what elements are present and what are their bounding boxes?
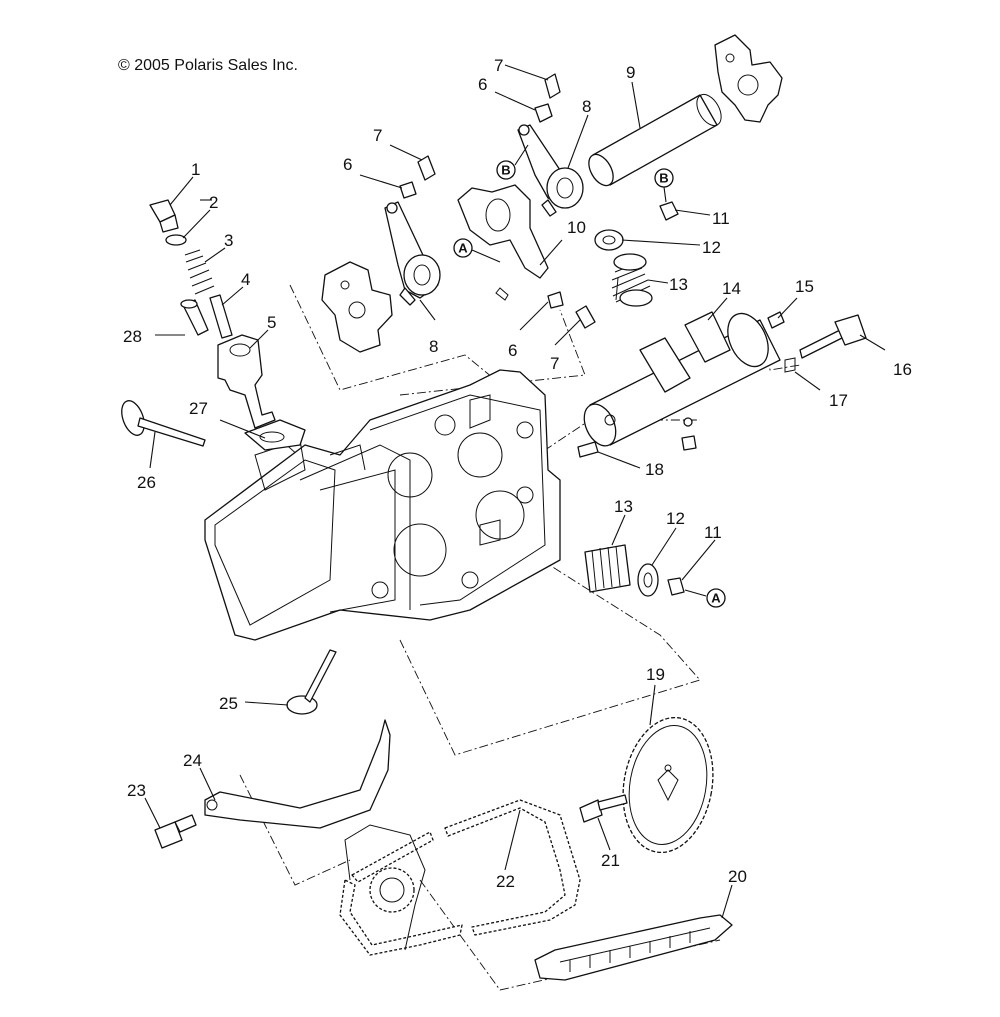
callout-2: 2: [209, 193, 218, 212]
callout-8b: 8: [429, 337, 438, 356]
guide-bolt: [154, 814, 197, 849]
callout-7c: 7: [550, 354, 559, 373]
ref-marker-a1: A: [453, 238, 501, 263]
camshaft: [583, 311, 781, 451]
svg-text:B: B: [501, 163, 510, 178]
callout-21: 21: [601, 851, 620, 870]
callout-20: 20: [728, 867, 747, 886]
callout-13a: 13: [669, 275, 688, 294]
callout-18: 18: [645, 460, 664, 479]
sprocket-bolt: [579, 794, 628, 823]
callout-14: 14: [722, 279, 741, 298]
decompressor-shaft: [799, 314, 867, 359]
callout-1: 1: [191, 160, 200, 179]
chain-guide-upper: [204, 719, 391, 829]
callout-9: 9: [626, 63, 635, 82]
callout-labels: 1 2 3 4 5 6 6 6 7 7 7 8 8 9 10 11 11 12 …: [123, 56, 912, 891]
rocker-arm-left: [384, 201, 441, 306]
mounting-bolt: [180, 299, 209, 336]
callout-23: 23: [127, 781, 146, 800]
valve-spring-upper: [611, 253, 653, 307]
callout-25: 25: [219, 694, 238, 713]
chain-guide-lower: [534, 914, 733, 981]
tensioner-gasket: [244, 419, 306, 451]
chain-tensioner: [217, 334, 276, 429]
copyright-text: © 2005 Polaris Sales Inc.: [118, 57, 298, 74]
ref-marker-b2: B: [654, 168, 674, 203]
callout-28: 28: [123, 327, 142, 346]
leader-lines: [144, 64, 886, 919]
rocker-arm-center: [457, 184, 549, 301]
callout-15: 15: [795, 277, 814, 296]
valve-retainer-lower: [637, 563, 685, 597]
adjuster-screws: [399, 73, 596, 329]
cylinder-head: [204, 369, 561, 641]
spring-clip: [784, 357, 796, 373]
callout-19: 19: [646, 665, 665, 684]
callout-6a: 6: [343, 155, 352, 174]
callout-7b: 7: [494, 56, 503, 75]
tensioner-bolt: [149, 199, 179, 233]
crank-sprocket: [344, 824, 426, 951]
valve-spring-lower: [584, 544, 631, 593]
dowel-pin: [577, 441, 599, 458]
svg-text:A: A: [711, 591, 721, 606]
tensioner-plunger: [209, 294, 233, 339]
callout-5: 5: [267, 313, 276, 332]
callout-12b: 12: [666, 509, 685, 528]
callout-6b: 6: [478, 75, 487, 94]
callout-26: 26: [137, 473, 156, 492]
callout-11a: 11: [712, 209, 730, 228]
sealing-washer: [165, 234, 187, 246]
ref-marker-b1: B: [496, 144, 529, 180]
callout-17: 17: [829, 391, 848, 410]
callout-16: 16: [893, 360, 912, 379]
cam-sprocket: [622, 716, 714, 854]
callout-4: 4: [241, 270, 250, 289]
svg-text:B: B: [659, 171, 668, 186]
rocker-arm-right: [517, 124, 584, 217]
rocker-support: [714, 34, 783, 123]
callout-27: 27: [189, 399, 208, 418]
callout-8a: 8: [582, 97, 591, 116]
cam-chain: [339, 799, 581, 956]
callout-6c: 6: [508, 341, 517, 360]
camshaft-tower: [321, 261, 393, 353]
tensioner-spring: [184, 249, 215, 295]
ref-marker-a2: A: [684, 588, 726, 608]
callout-24: 24: [183, 751, 202, 770]
intake-valve: [121, 400, 206, 447]
callout-10: 10: [567, 218, 586, 237]
callout-3: 3: [224, 231, 233, 250]
callout-22: 22: [496, 872, 515, 891]
rocker-shaft: [588, 93, 722, 187]
valve-retainer-upper: [594, 201, 679, 251]
exhaust-valve: [286, 649, 337, 715]
callout-12a: 12: [702, 238, 721, 257]
callout-11b: 11: [704, 523, 722, 542]
callout-13b: 13: [614, 497, 633, 516]
svg-text:A: A: [458, 241, 468, 256]
callout-7a: 7: [373, 126, 382, 145]
